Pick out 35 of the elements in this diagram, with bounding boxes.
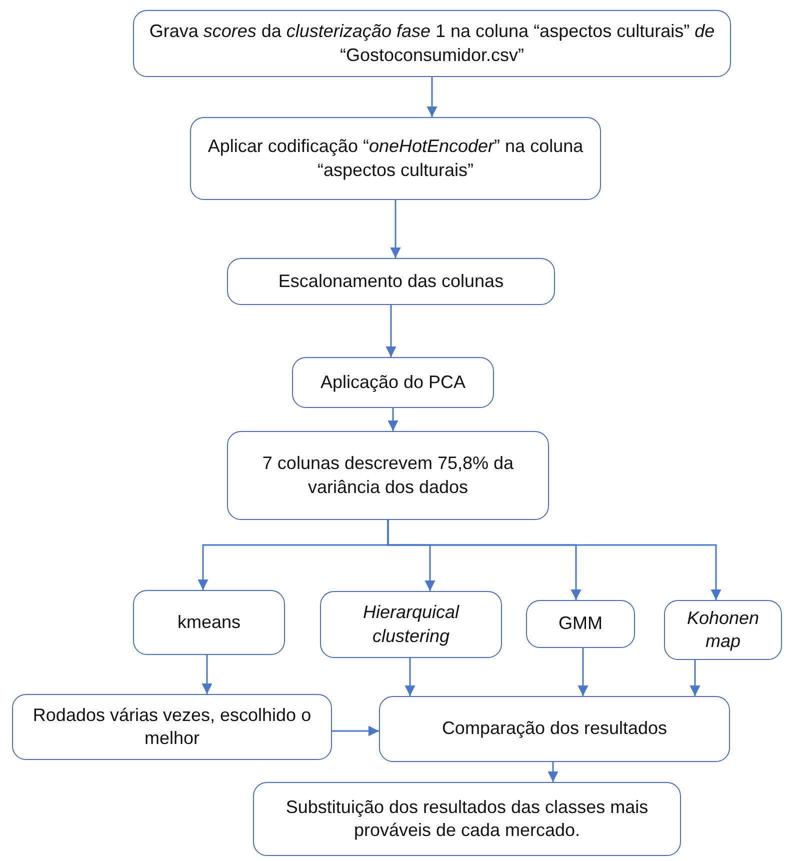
arrow [690, 660, 700, 696]
arrow [388, 408, 398, 431]
process-box [190, 117, 601, 200]
arrow [332, 726, 379, 736]
arrow [404, 658, 416, 696]
node-text: Substituição dos resultados das classes mais prováveis de cada mercado. [284, 796, 650, 842]
node-text: Hierarquical clustering [362, 601, 460, 648]
arrow [202, 655, 212, 694]
node-text: 7 colunas descrevem 75,8% da variância dos dados [261, 452, 515, 498]
process-box [664, 600, 782, 660]
node-text: Comparação dos resultados [442, 717, 668, 740]
process-box [320, 591, 502, 658]
process-box [12, 694, 332, 760]
process-box [227, 258, 555, 305]
node-text: Aplicar codificação “oneHotEncoder” na coluna “aspectos culturais” [206, 135, 584, 182]
arrow [386, 305, 396, 357]
process-box [133, 10, 731, 77]
process-box [292, 357, 494, 408]
process-box [133, 590, 285, 655]
process-box [526, 600, 635, 648]
process-box [379, 696, 730, 762]
process-box [253, 782, 681, 856]
node-text: Escalonamento das colunas [278, 270, 504, 293]
node-text: kmeans [177, 610, 241, 634]
node-text: Grava scores da clusterização fase 1 na coluna “aspectos culturais” de “Gostoconsumidor.csv” [148, 20, 716, 66]
node-text: Rodados várias vezes, escolhido o melhor [32, 704, 312, 750]
process-box [227, 431, 549, 520]
node-text: Kohonen map [686, 606, 760, 653]
arrow [426, 77, 438, 117]
node-text: GMM [558, 612, 602, 636]
arrow [387, 520, 722, 600]
arrow [578, 648, 588, 696]
arrow [390, 200, 401, 258]
node-text: Aplicação do PCA [320, 370, 466, 394]
arrow [548, 762, 558, 782]
